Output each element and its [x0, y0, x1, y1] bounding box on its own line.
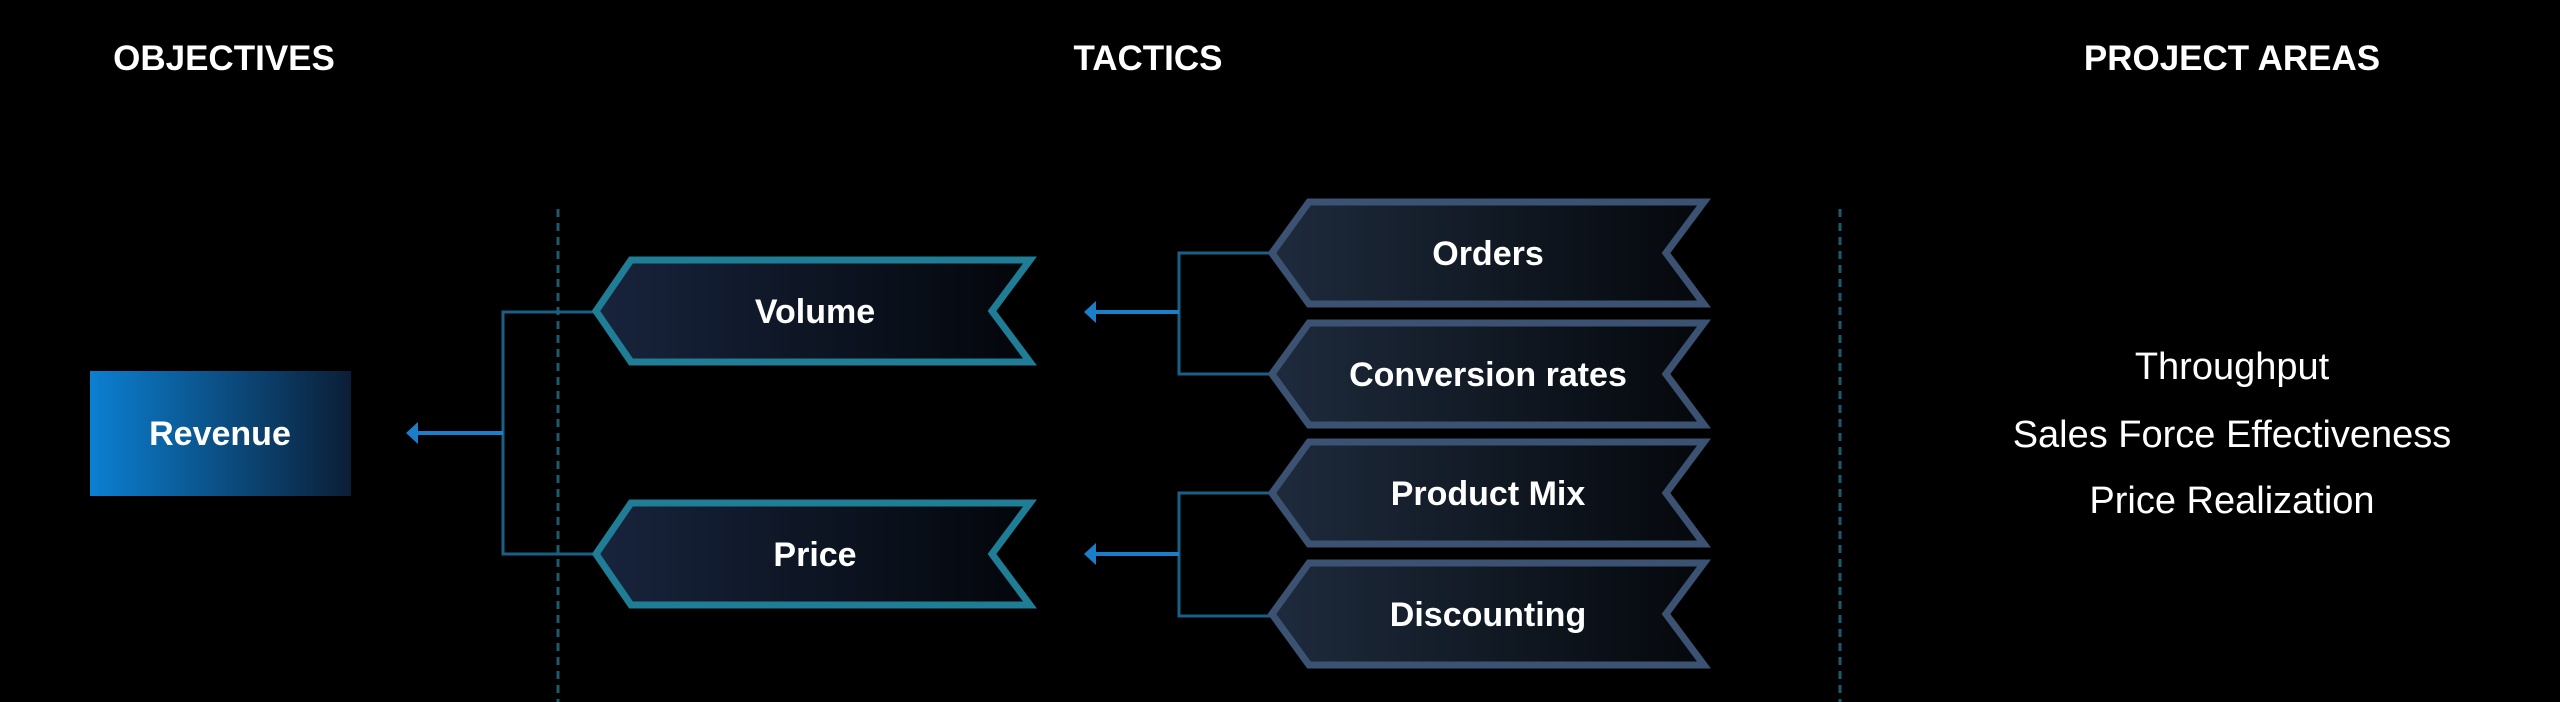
arrow-left-icon: [1084, 301, 1096, 323]
connector-revenue: [406, 310, 596, 556]
tactic-conversion-rates[interactable]: Conversion rates: [1267, 319, 1711, 429]
project-area-throughput: Throughput: [2135, 346, 2330, 388]
tactic-discounting-label: Discounting: [1390, 596, 1586, 634]
project-area-sales-force-effectiveness: Sales Force Effectiveness: [2013, 414, 2452, 456]
objective-revenue[interactable]: Revenue: [90, 371, 351, 496]
header-project-areas: PROJECT AREAS: [2084, 39, 2380, 78]
tactic-orders[interactable]: Orders: [1267, 198, 1711, 308]
connector-price: [1084, 491, 1272, 618]
tactic-product-mix-label: Product Mix: [1391, 475, 1586, 513]
tactic-price-label: Price: [773, 536, 856, 574]
project-area-price-realization: Price Realization: [2089, 480, 2374, 522]
header-objectives: OBJECTIVES: [113, 39, 335, 78]
tactic-product-mix[interactable]: Product Mix: [1267, 438, 1711, 548]
arrow-left-icon: [406, 422, 418, 444]
tactic-price[interactable]: Price: [591, 499, 1037, 609]
header-tactics: TACTICS: [1073, 39, 1222, 78]
revenue-label: Revenue: [149, 415, 291, 453]
tactic-conversion-rates-label: Conversion rates: [1349, 356, 1627, 394]
tactic-volume[interactable]: Volume: [591, 256, 1037, 366]
revenue-box: [90, 371, 351, 496]
tactic-volume-label: Volume: [755, 293, 875, 331]
connector-volume: [1084, 251, 1272, 376]
tactic-orders-label: Orders: [1432, 235, 1544, 273]
arrow-left-icon: [1084, 543, 1096, 565]
tactic-discounting[interactable]: Discounting: [1267, 559, 1711, 669]
